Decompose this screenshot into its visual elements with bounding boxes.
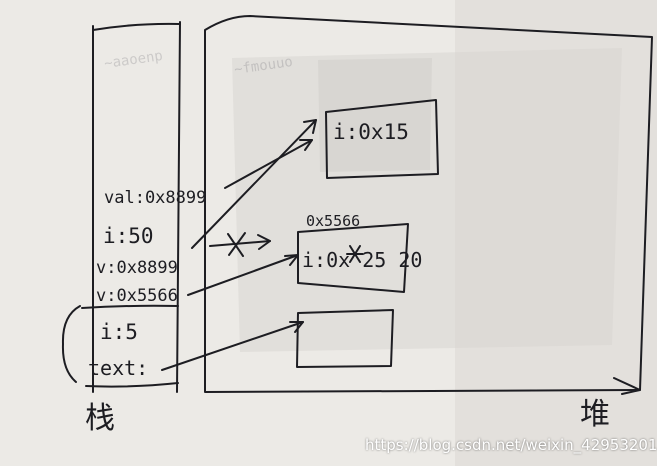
stack-bottom-line (85, 382, 179, 388)
stack-text-label: text: (88, 356, 149, 380)
ghost-frame (318, 58, 432, 172)
arrow-val-to-object1 (224, 139, 313, 189)
stack-v1-label: v:0x8899 (96, 258, 178, 278)
stack-frame-bracket (61, 305, 81, 383)
heap-outer-box (204, 15, 653, 393)
stack-top-line (92, 22, 181, 31)
arrow-val-head (299, 139, 313, 151)
arrow-v1-head (303, 119, 317, 134)
object2-address-label: 0x5566 (306, 212, 361, 230)
object2-label: i:0x 25 20 (302, 248, 423, 272)
stack-i50-label: i:50 (103, 224, 154, 248)
object-box-2 (297, 223, 409, 293)
object-box-3 (296, 309, 394, 368)
scribble-mark (346, 245, 364, 263)
stack-divider (81, 304, 179, 309)
arrow-v2-head (284, 254, 299, 266)
stack-i5-label: i:5 (100, 320, 138, 344)
object1-label: i:0x15 (333, 120, 409, 144)
stack-v2-label: v:0x5566 (96, 286, 178, 306)
stack-val-label: val:0x8899 (104, 188, 207, 208)
heap-arrow-tip (613, 377, 641, 395)
watermark-text: https://blog.csdn.net/weixin_42953201 (365, 436, 657, 454)
heap-title: 堆 (580, 397, 610, 432)
stack-right-line (176, 21, 181, 393)
arrow-crossed (209, 240, 271, 247)
heap-inner-region (232, 48, 622, 352)
arrow-crossed-head (257, 234, 271, 250)
arrow-text-to-object3 (161, 321, 304, 371)
arrow-v1-to-object1 (191, 119, 317, 249)
stack-title: 栈 (85, 401, 115, 436)
arrow-cross-mark-b (228, 232, 246, 256)
arrow-v2-to-object2 (187, 254, 299, 296)
object-box-1 (325, 99, 439, 179)
arrow-text-head (289, 321, 304, 333)
